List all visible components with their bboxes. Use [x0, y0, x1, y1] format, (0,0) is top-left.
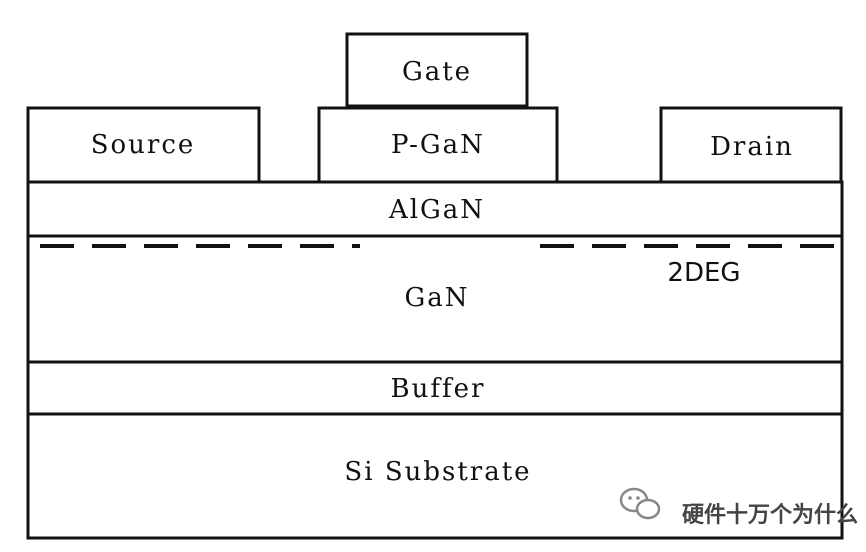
source-block	[26, 106, 261, 184]
algan-label: AlGaN	[388, 195, 485, 225]
substrate-label: Si Substrate	[344, 457, 531, 487]
si-substrate-block	[26, 412, 844, 540]
drain-block	[659, 106, 843, 184]
drain-label: Drain	[710, 132, 794, 162]
wechat-icon	[619, 487, 661, 520]
gate-block	[345, 32, 529, 108]
gan-label: GaN	[404, 283, 469, 313]
watermark: 硬件十万个为什么	[619, 487, 858, 528]
p-gan-label: P-GaN	[391, 130, 485, 160]
device-stack	[26, 180, 844, 416]
2deg-label: 2DEG	[667, 258, 740, 288]
gate-label: Gate	[402, 57, 472, 87]
watermark-text: 硬件十万个为什么	[682, 503, 858, 528]
buffer-label: Buffer	[391, 374, 486, 404]
source-label: Source	[91, 130, 196, 160]
